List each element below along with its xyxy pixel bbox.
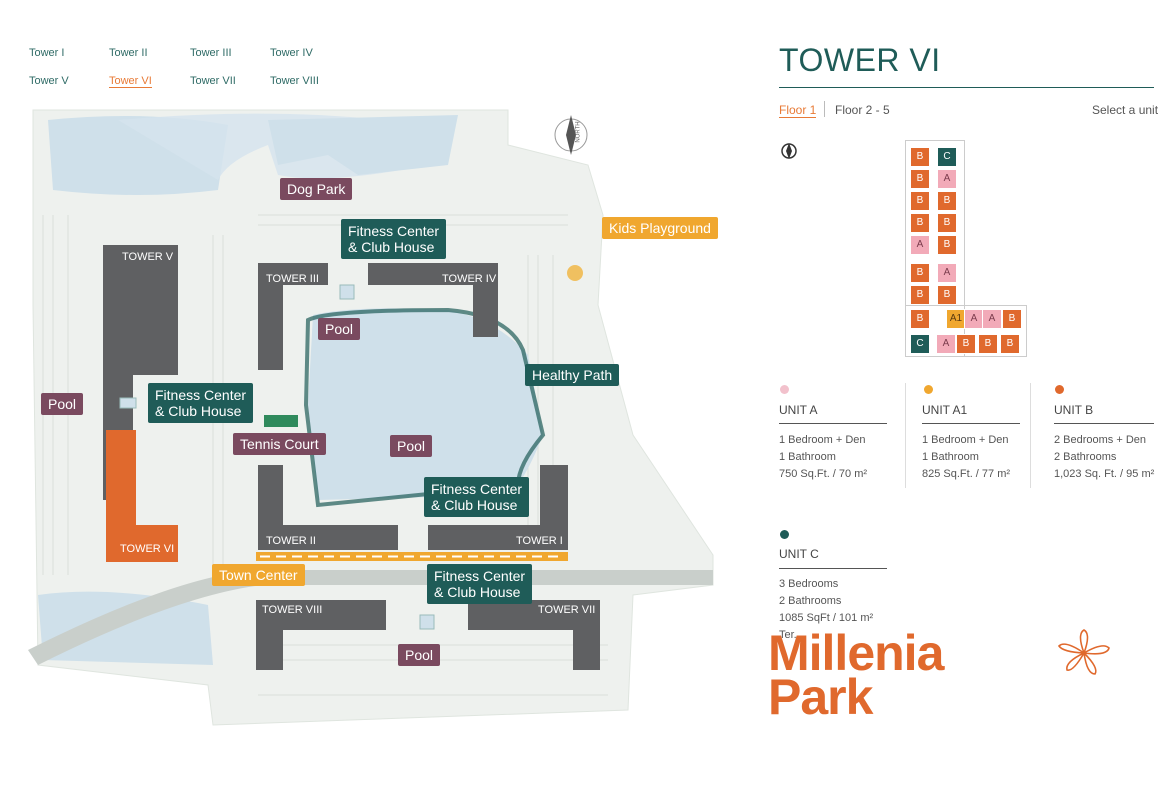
unit-cell[interactable]: A bbox=[937, 263, 957, 283]
tower-link-5[interactable]: Tower V bbox=[29, 75, 69, 87]
unit-cell[interactable]: B bbox=[910, 213, 930, 233]
unit-cell[interactable]: C bbox=[937, 147, 957, 167]
unit-cell[interactable]: A bbox=[910, 235, 930, 255]
fitness-center-bottom-label: Fitness Center & Club House bbox=[427, 564, 533, 604]
tab-divider bbox=[824, 101, 825, 117]
tower-link-6[interactable]: Tower VI bbox=[109, 75, 152, 88]
tower-link-7[interactable]: Tower VII bbox=[190, 75, 236, 87]
unit-a1-title: UNIT A1 bbox=[922, 403, 968, 417]
pool-left-label: Pool bbox=[41, 393, 84, 415]
unit-b-rule bbox=[1054, 423, 1154, 424]
unit-c-extra: Ter... bbox=[779, 629, 803, 641]
unit-b-bedrooms: 2 Bedrooms + Den bbox=[1054, 434, 1147, 446]
pool-top-label: Pool bbox=[318, 318, 361, 340]
tower-link-4[interactable]: Tower IV bbox=[270, 47, 313, 59]
unit-c-title: UNIT C bbox=[779, 547, 819, 561]
unit-b-title: UNIT B bbox=[1054, 403, 1094, 417]
compass-small-icon bbox=[781, 143, 797, 159]
tower-label-4[interactable]: TOWER IV bbox=[442, 273, 497, 285]
unit-a-area: 750 Sq.Ft. / 70 m² bbox=[779, 468, 868, 480]
unit-cell[interactable]: A bbox=[937, 169, 957, 189]
tower-label-8[interactable]: TOWER VIII bbox=[262, 604, 323, 616]
unit-a1-rule bbox=[922, 423, 1020, 424]
unit-a1-area: 825 Sq.Ft. / 77 m² bbox=[922, 468, 1011, 480]
flower-icon bbox=[1057, 629, 1110, 675]
unit-c-dot bbox=[780, 530, 789, 539]
unit-b-bathrooms: 2 Bathrooms bbox=[1054, 451, 1117, 463]
fitness-center-left-label: Fitness Center & Club House bbox=[148, 383, 254, 423]
tower-link-3[interactable]: Tower III bbox=[190, 47, 232, 59]
tower-label-7[interactable]: TOWER VII bbox=[538, 604, 596, 616]
unit-b-area: 1,023 Sq. Ft. / 95 m² bbox=[1054, 468, 1155, 480]
unit-a1-dot bbox=[924, 385, 933, 394]
unit-a-bedrooms: 1 Bedroom + Den bbox=[779, 434, 866, 446]
unit-c-rule bbox=[779, 568, 887, 569]
tower-label-3[interactable]: TOWER III bbox=[266, 273, 319, 285]
site-plan-map: TOWER V TOWER III TOWER IV TOWER VI TOWE… bbox=[28, 105, 718, 730]
tower-link-8[interactable]: Tower VIII bbox=[270, 75, 319, 87]
unit-cell[interactable]: B bbox=[1000, 334, 1020, 354]
floor-plan-wing-outline bbox=[905, 305, 1027, 357]
unit-cell[interactable]: B bbox=[1002, 309, 1022, 329]
dog-park-label: Dog Park bbox=[280, 178, 353, 200]
town-center-label: Town Center bbox=[212, 564, 305, 586]
unit-b-dot bbox=[1055, 385, 1064, 394]
unit-c-bathrooms: 2 Bathrooms bbox=[779, 595, 842, 607]
legend-divider bbox=[1030, 383, 1031, 488]
unit-a-dot bbox=[780, 385, 789, 394]
unit-cell[interactable]: B bbox=[910, 263, 930, 283]
unit-cell[interactable]: B bbox=[956, 334, 976, 354]
site-plan-drawing bbox=[28, 109, 714, 726]
unit-cell[interactable]: A bbox=[982, 309, 1002, 329]
unit-cell[interactable]: B bbox=[937, 191, 957, 211]
tab-floor-1[interactable]: Floor 1 bbox=[779, 103, 817, 118]
unit-cell[interactable]: B bbox=[910, 285, 930, 305]
unit-cell[interactable]: B bbox=[910, 147, 930, 167]
unit-a1-bathrooms: 1 Bathroom bbox=[922, 451, 979, 463]
unit-cell[interactable]: B bbox=[910, 309, 930, 329]
tower-label-5[interactable]: TOWER V bbox=[122, 251, 174, 263]
title-divider bbox=[779, 87, 1154, 88]
unit-cell[interactable]: B bbox=[937, 213, 957, 233]
tower-label-1[interactable]: TOWER I bbox=[516, 535, 563, 547]
tower-link-2[interactable]: Tower II bbox=[109, 47, 148, 59]
tab-floor-2-5[interactable]: Floor 2 - 5 bbox=[835, 103, 890, 117]
tennis-court-label: Tennis Court bbox=[233, 433, 326, 455]
unit-a1-bedrooms: 1 Bedroom + Den bbox=[922, 434, 1009, 446]
tower-link-1[interactable]: Tower I bbox=[29, 47, 65, 59]
legend-divider bbox=[905, 383, 906, 488]
brand-logo-line2: Park bbox=[768, 669, 873, 725]
unit-cell[interactable]: B bbox=[937, 235, 957, 255]
unit-c-bedrooms: 3 Bedrooms bbox=[779, 578, 839, 590]
unit-cell[interactable]: B bbox=[937, 285, 957, 305]
healthy-path-label: Healthy Path bbox=[525, 364, 620, 386]
fitness-center-mid-label: Fitness Center & Club House bbox=[424, 477, 530, 517]
unit-cell[interactable]: B bbox=[910, 169, 930, 189]
unit-cell[interactable]: A bbox=[936, 334, 956, 354]
unit-cell[interactable]: A bbox=[964, 309, 984, 329]
pool-mid-label: Pool bbox=[390, 435, 433, 457]
unit-cell[interactable]: B bbox=[910, 191, 930, 211]
unit-c-area: 1085 SqFt / 101 m² bbox=[779, 612, 874, 624]
pool-bottom-label: Pool bbox=[398, 644, 441, 666]
tower-label-2[interactable]: TOWER II bbox=[266, 535, 316, 547]
unit-cell[interactable]: C bbox=[910, 334, 930, 354]
kids-playground-label: Kids Playground bbox=[602, 217, 718, 239]
unit-a-title: UNIT A bbox=[779, 403, 818, 417]
select-unit-hint: Select a unit bbox=[1092, 103, 1159, 117]
unit-cell[interactable]: B bbox=[978, 334, 998, 354]
tower-label-6[interactable]: TOWER VI bbox=[120, 543, 175, 555]
unit-a-rule bbox=[779, 423, 887, 424]
unit-a-bathrooms: 1 Bathroom bbox=[779, 451, 836, 463]
unit-cell[interactable]: A1 bbox=[946, 309, 966, 329]
page-title: TOWER VI bbox=[779, 42, 941, 78]
brand-logo-line1: Millenia bbox=[768, 625, 944, 681]
compass-icon: NORTH bbox=[575, 121, 582, 143]
fitness-center-top-label: Fitness Center & Club House bbox=[341, 219, 447, 259]
